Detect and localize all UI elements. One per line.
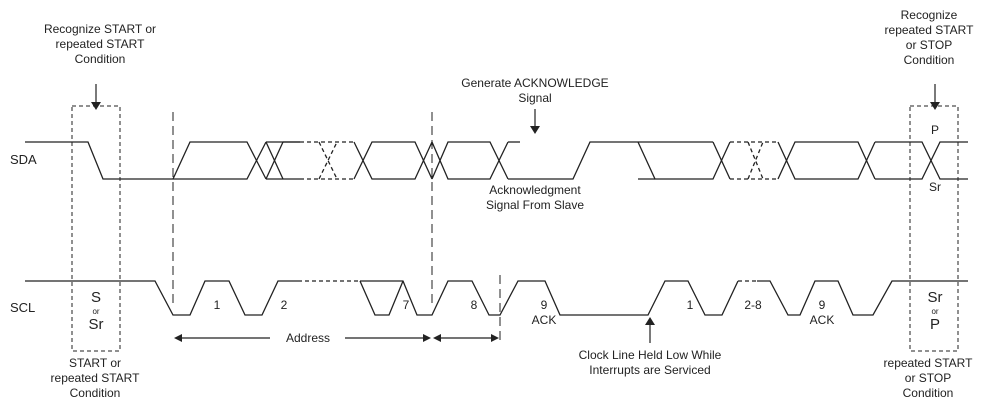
- scl-start-or: or: [92, 307, 100, 316]
- scl-bit-9b: 9: [818, 298, 826, 312]
- scl-bit-8: 8: [470, 298, 478, 312]
- arrow-head-stop: [930, 102, 940, 110]
- address-label: Address: [285, 331, 331, 345]
- arrow-head-start: [91, 102, 101, 110]
- stop-condition-label: repeated START or STOP Condition: [883, 356, 973, 400]
- scl-ackb: ACK: [809, 313, 835, 327]
- scl-end-p: P: [929, 316, 940, 333]
- start-condition-label: START or repeated START Condition: [50, 356, 140, 400]
- generate-ack-label: Generate ACKNOWLEDGE Signal: [461, 76, 609, 105]
- scl-bits-2-8: 2-8: [744, 298, 762, 312]
- sda-stop-p: P: [930, 123, 939, 137]
- scl-end-sr: Sr: [927, 289, 943, 306]
- arrow-head-ack: [530, 126, 540, 134]
- scl-end-or: or: [931, 307, 939, 316]
- sda-label: SDA: [10, 152, 37, 167]
- scl-bit-1b: 1: [686, 298, 694, 312]
- scl-ack: ACK: [531, 313, 557, 327]
- scl-waveform: [25, 280, 968, 316]
- scl-bit-2: 2: [280, 298, 288, 312]
- annotation-arrows: [95, 84, 936, 343]
- scl-bit-1: 1: [213, 298, 221, 312]
- scl-bit-9: 9: [540, 298, 548, 312]
- recognize-stop-label: Recognize repeated START or STOP Conditi…: [884, 8, 974, 67]
- sda-stop-sr: Sr: [929, 180, 941, 194]
- sda-waveform: [25, 141, 968, 180]
- ack-from-slave-label: Acknowledgment Signal From Slave: [485, 183, 585, 212]
- arrow-head-clock: [645, 317, 655, 325]
- scl-start-s: S: [90, 289, 101, 306]
- recognize-start-label: Recognize START or repeated START Condit…: [43, 22, 157, 66]
- clock-held-label: Clock Line Held Low While Interrupts are…: [578, 348, 722, 377]
- scl-bit-7: 7: [402, 298, 410, 312]
- scl-start-sr: Sr: [88, 316, 104, 333]
- scl-label: SCL: [10, 300, 36, 315]
